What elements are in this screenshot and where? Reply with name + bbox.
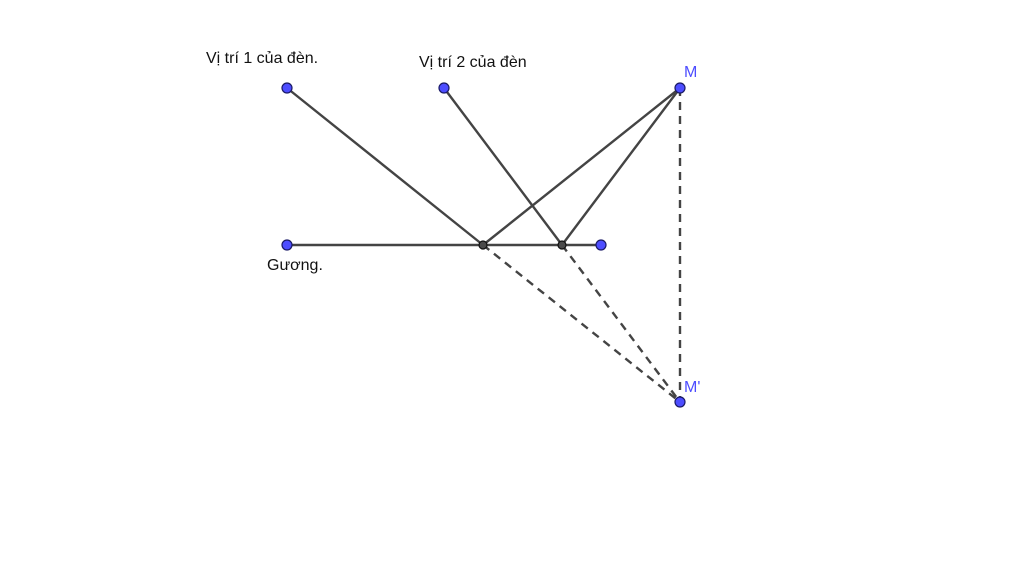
lamp2-point[interactable] <box>438 82 450 94</box>
m-prime-label: M' <box>684 379 700 396</box>
mirror-start-point[interactable] <box>281 239 293 251</box>
ray-incidence2-to-m <box>560 86 682 247</box>
mirror-label: Gương. <box>267 257 323 274</box>
m-point[interactable] <box>674 82 686 94</box>
incidence1-point[interactable] <box>478 240 488 250</box>
ray-lamp2-to-incidence2 <box>442 86 564 247</box>
incidence2-point[interactable] <box>557 240 567 250</box>
lamp1-label: Vị trí 1 của đèn. <box>206 50 318 67</box>
lamp2-label: Vị trí 2 của đèn <box>419 54 527 71</box>
m-label: M <box>684 64 697 81</box>
ray-incidence1-to-m <box>481 86 682 247</box>
mirror-end-point[interactable] <box>595 239 607 251</box>
lamp1-point[interactable] <box>281 82 293 94</box>
ray-lamp1-to-incidence1 <box>285 86 485 247</box>
m-prime-point[interactable] <box>674 396 686 408</box>
dashed-incidence1-to-m-prime <box>482 244 681 403</box>
dashed-incidence2-to-m-prime <box>561 244 681 403</box>
